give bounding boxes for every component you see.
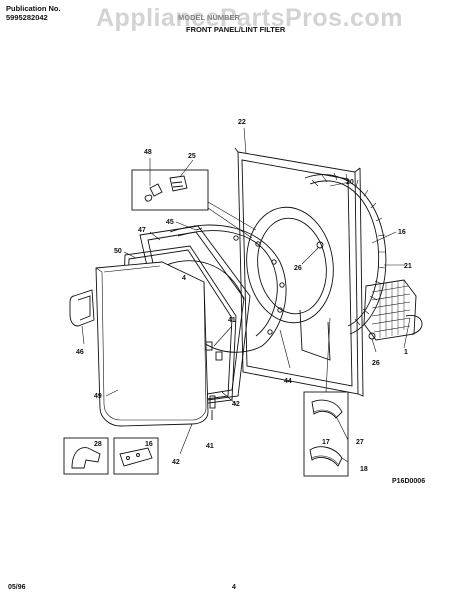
callout-48: 48: [144, 149, 152, 156]
callout-16-top: 16: [398, 229, 406, 236]
callout-44: 44: [284, 378, 292, 385]
detail-box-latch: [131, 169, 209, 211]
callout-27: 27: [356, 439, 364, 446]
callout-16-bottom: 16: [145, 441, 153, 448]
door-handle: [69, 289, 95, 327]
detail-box-filter-clips: [303, 391, 349, 477]
callout-1: 1: [404, 349, 408, 356]
diagram-code: P16D0006: [392, 478, 425, 485]
callout-26-bottom: 26: [372, 360, 380, 367]
publication-label: Publication No.: [6, 4, 61, 13]
door-seal-ring: [169, 224, 287, 353]
detail-box-28: [63, 437, 109, 475]
callout-41-top: 41: [228, 317, 236, 324]
outer-door: [95, 261, 209, 427]
publication-number: 5995282042: [6, 13, 48, 22]
callout-42-bottom: 42: [172, 459, 180, 466]
callout-47: 47: [138, 227, 146, 234]
front-frame: [237, 151, 359, 395]
callout-25: 25: [188, 153, 196, 160]
watermark: AppliancePartsPros.com: [96, 4, 403, 32]
callout-20: 20: [346, 179, 354, 186]
footer-date: 05/96: [8, 584, 26, 591]
callout-42-right: 42: [232, 401, 240, 408]
callout-50: 50: [114, 248, 122, 255]
section-title: FRONT PANEL/LINT FILTER: [186, 25, 286, 34]
model-line: MODEL NUMBER: [178, 13, 240, 22]
footer-page: 4: [232, 584, 236, 591]
callout-18: 18: [360, 466, 368, 473]
callout-45: 45: [166, 219, 174, 226]
callout-49: 49: [94, 393, 102, 400]
callout-26-top: 26: [294, 265, 302, 272]
callout-22: 22: [238, 119, 246, 126]
callout-41-bottom: 41: [206, 443, 214, 450]
drum-seal: [304, 174, 387, 335]
detail-box-16: [113, 437, 159, 475]
door-opening: [246, 206, 334, 324]
callout-4: 4: [182, 275, 186, 282]
callout-17: 17: [322, 439, 330, 446]
callout-21: 21: [404, 263, 412, 270]
callout-46: 46: [76, 349, 84, 356]
callout-28: 28: [94, 441, 102, 448]
